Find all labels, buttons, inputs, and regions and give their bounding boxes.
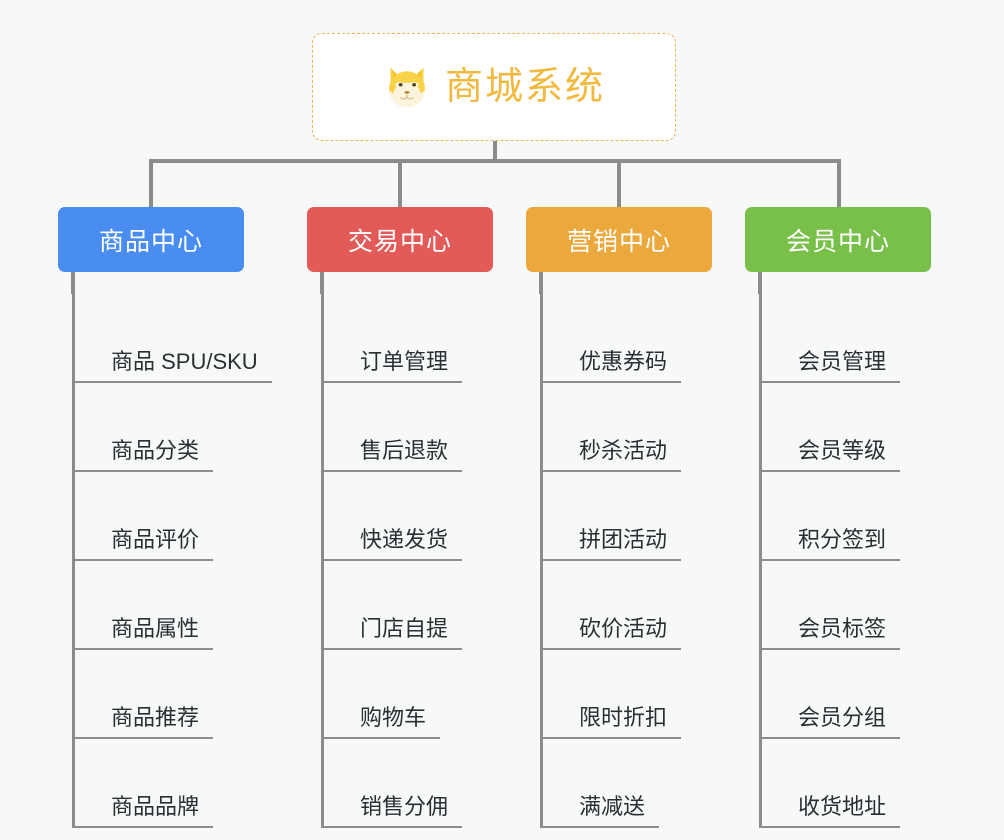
category-header-marketing[interactable]: 营销中心	[526, 207, 712, 272]
category-column-trade: 交易中心 订单管理 售后退款 快递发货 门店自提 购物车 销售分佣	[307, 207, 493, 828]
category-column-product: 商品中心 商品 SPU/SKU 商品分类 商品评价 商品属性 商品推荐 商品品牌	[58, 207, 272, 828]
root-title: 商城系统	[444, 66, 605, 108]
connector-horizontal-bus	[149, 159, 841, 163]
leaf-list-marketing: 优惠券码 秒杀活动 拼团活动 砍价活动 限时折扣 满减送	[540, 294, 682, 828]
leaf-item[interactable]: 会员分组	[762, 650, 901, 739]
leaf-item[interactable]: 商品品牌	[75, 739, 272, 828]
leaf-label: 商品 SPU/SKU	[75, 351, 272, 383]
leaf-item[interactable]: 积分签到	[762, 472, 901, 561]
leaf-item[interactable]: 商品 SPU/SKU	[75, 294, 272, 383]
leaf-label: 砍价活动	[543, 618, 682, 650]
leaf-item[interactable]: 快递发货	[324, 472, 463, 561]
connector-drop-2	[398, 161, 402, 207]
leaf-label: 商品分类	[75, 440, 214, 472]
leaf-item[interactable]: 商品推荐	[75, 650, 272, 739]
leaf-item[interactable]: 砍价活动	[543, 561, 682, 650]
leaf-label: 快递发货	[324, 529, 463, 561]
leaf-list-member: 会员管理 会员等级 积分签到 会员标签 会员分组 收货地址	[759, 294, 901, 828]
leaf-item[interactable]: 限时折扣	[543, 650, 682, 739]
root-node[interactable]: 商城系统	[312, 33, 676, 141]
leaf-label: 订单管理	[324, 351, 463, 383]
leaf-label: 会员等级	[762, 440, 901, 472]
leaf-label: 限时折扣	[543, 707, 682, 739]
leaf-label: 商品评价	[75, 529, 214, 561]
leaf-item[interactable]: 销售分佣	[324, 739, 463, 828]
leaf-label: 会员管理	[762, 351, 901, 383]
leaf-label: 销售分佣	[324, 796, 463, 828]
category-title: 交易中心	[347, 227, 452, 256]
category-header-trade[interactable]: 交易中心	[307, 207, 493, 272]
leaf-item[interactable]: 售后退款	[324, 383, 463, 472]
connector-drop-3	[617, 161, 621, 207]
category-header-product[interactable]: 商品中心	[58, 207, 244, 272]
leaf-item[interactable]: 秒杀活动	[543, 383, 682, 472]
category-header-member[interactable]: 会员中心	[745, 207, 931, 272]
leaf-item[interactable]: 收货地址	[762, 739, 901, 828]
leaf-label: 商品属性	[75, 618, 214, 650]
leaf-label: 收货地址	[762, 796, 901, 828]
leaf-item[interactable]: 商品分类	[75, 383, 272, 472]
leaf-label: 售后退款	[324, 440, 463, 472]
category-column-marketing: 营销中心 优惠券码 秒杀活动 拼团活动 砍价活动 限时折扣 满减送	[526, 207, 712, 828]
category-title: 商品中心	[98, 227, 203, 256]
connector-stem-1	[71, 272, 75, 294]
connector-drop-1	[149, 161, 153, 207]
category-title: 会员中心	[785, 227, 890, 256]
leaf-label: 积分签到	[762, 529, 901, 561]
leaf-item[interactable]: 满减送	[543, 739, 681, 828]
leaf-item[interactable]: 会员标签	[762, 561, 901, 650]
shiba-dog-face-icon	[388, 67, 425, 108]
leaf-label: 满减送	[543, 796, 660, 828]
leaf-label: 拼团活动	[543, 529, 682, 561]
leaf-item[interactable]: 商品属性	[75, 561, 272, 650]
leaf-item[interactable]: 订单管理	[324, 294, 463, 383]
leaf-item[interactable]: 商品评价	[75, 472, 272, 561]
leaf-label: 秒杀活动	[543, 440, 682, 472]
leaf-list-product: 商品 SPU/SKU 商品分类 商品评价 商品属性 商品推荐 商品品牌	[72, 294, 272, 828]
leaf-item[interactable]: 优惠券码	[543, 294, 682, 383]
leaf-label: 优惠券码	[543, 351, 682, 383]
leaf-item[interactable]: 会员等级	[762, 383, 901, 472]
leaf-label: 商品品牌	[75, 796, 214, 828]
leaf-item[interactable]: 购物车	[324, 650, 462, 739]
leaf-label: 商品推荐	[75, 707, 214, 739]
leaf-list-trade: 订单管理 售后退款 快递发货 门店自提 购物车 销售分佣	[321, 294, 463, 828]
leaf-item[interactable]: 门店自提	[324, 561, 463, 650]
connector-stem-3	[539, 272, 543, 294]
connector-root-stem	[493, 141, 497, 161]
connector-stem-2	[320, 272, 324, 294]
leaf-label: 门店自提	[324, 618, 463, 650]
leaf-item[interactable]: 会员管理	[762, 294, 901, 383]
leaf-item[interactable]: 拼团活动	[543, 472, 682, 561]
connector-stem-4	[758, 272, 762, 294]
leaf-label: 会员分组	[762, 707, 901, 739]
leaf-label: 购物车	[324, 707, 441, 739]
connector-drop-4	[837, 161, 841, 207]
category-title: 营销中心	[566, 227, 671, 256]
leaf-label: 会员标签	[762, 618, 901, 650]
category-column-member: 会员中心 会员管理 会员等级 积分签到 会员标签 会员分组 收货地址	[745, 207, 931, 828]
